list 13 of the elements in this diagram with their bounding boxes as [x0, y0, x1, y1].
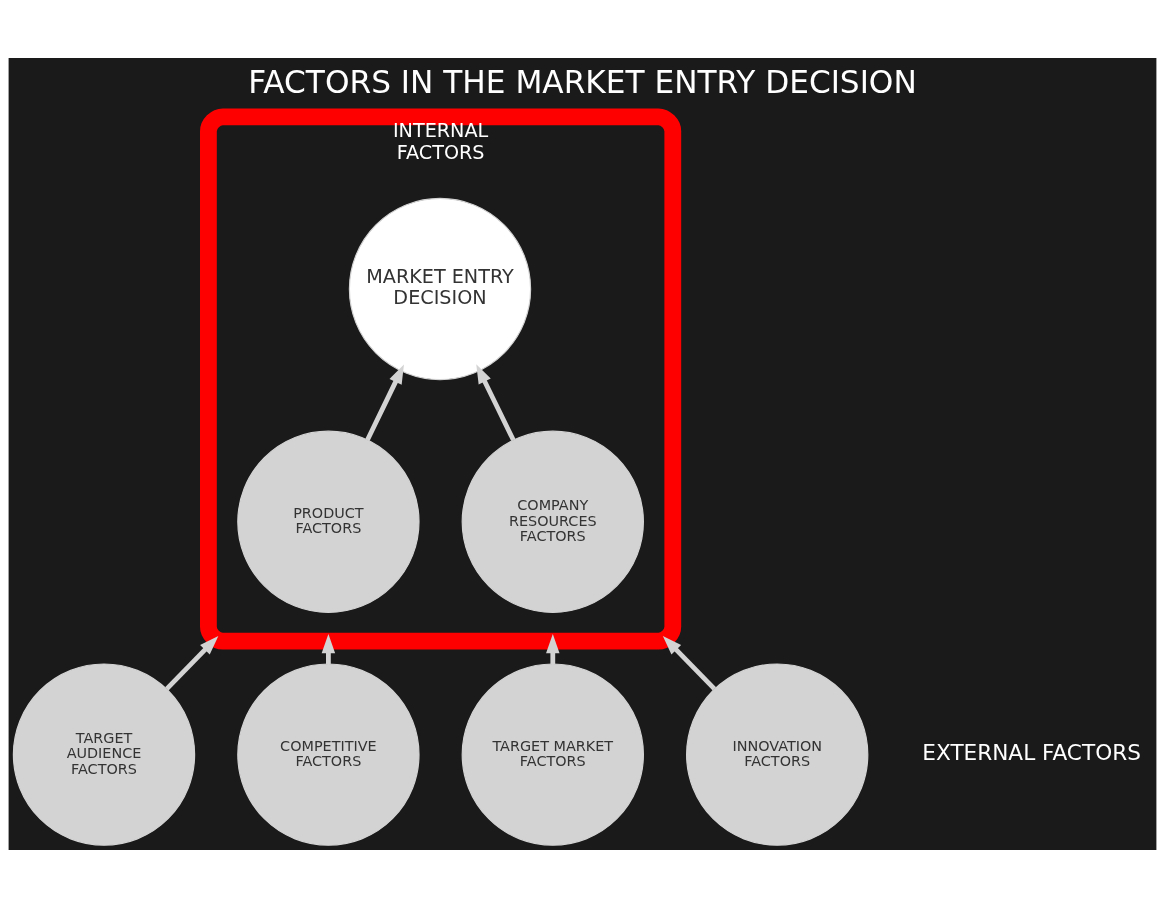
node-circle: TARGET AUDIENCE FACTORS: [12, 663, 196, 846]
label: EXTERNAL FACTORS: [922, 739, 1141, 765]
diagram-title: FACTORS IN THE MARKET ENTRY DECISION: [248, 63, 917, 100]
arrow: [662, 636, 717, 691]
node-circle: MARKET ENTRY DECISION: [348, 197, 532, 381]
arrow: [476, 364, 516, 442]
node-circle: PRODUCT FACTORS: [237, 430, 420, 613]
arrow: [165, 636, 219, 691]
arrow: [365, 364, 404, 442]
node-circle: TARGET MARKET FACTORS: [461, 663, 644, 846]
node-circle: INNOVATION FACTORS: [686, 663, 869, 846]
node-circle: COMPETITIVE FACTORS: [237, 663, 420, 846]
node-circle: COMPANY RESOURCES FACTORS: [461, 430, 644, 613]
